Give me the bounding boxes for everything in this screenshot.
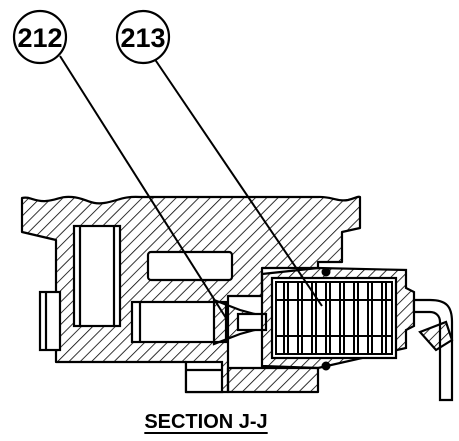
inner-pocket <box>146 250 234 282</box>
callout-212-circle <box>12 9 68 65</box>
callout-213: 213 <box>115 9 171 65</box>
valve-poppet <box>212 298 268 346</box>
vertical-bore <box>72 224 122 328</box>
callout-213-label: 213 <box>120 23 165 53</box>
bottom-plug <box>184 360 224 394</box>
callout-213-circle <box>115 9 171 65</box>
leader-212 <box>59 55 227 319</box>
spring <box>275 267 393 371</box>
section-caption-text: SECTION J-J <box>144 411 267 433</box>
leader-213 <box>153 57 323 307</box>
callout-212: 212 <box>12 9 68 65</box>
spool-bore <box>130 300 228 344</box>
callout-212-label: 212 <box>17 23 62 53</box>
left-flange <box>38 290 62 352</box>
leader-lines <box>59 55 323 319</box>
tube-fitting <box>412 298 454 402</box>
section-caption: SECTION J-J <box>144 411 268 434</box>
